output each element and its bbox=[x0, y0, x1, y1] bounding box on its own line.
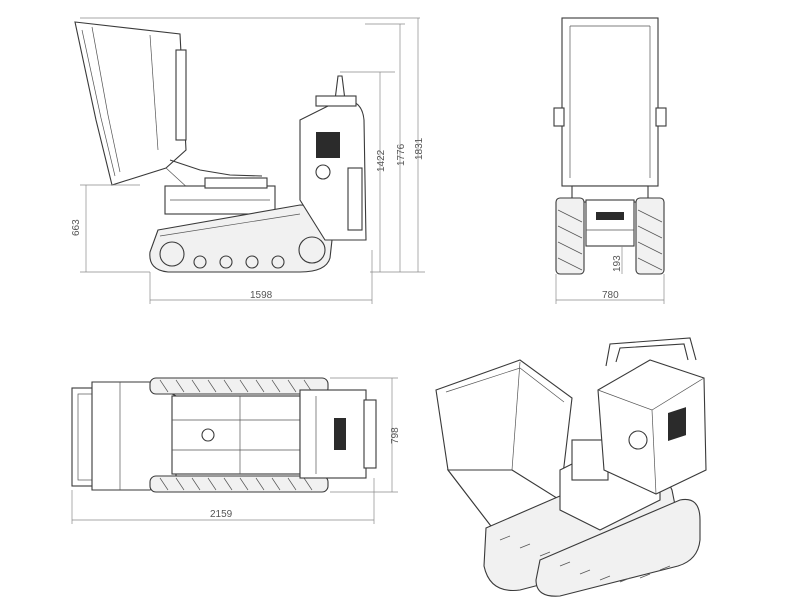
dim-front-clearance: 193 bbox=[612, 255, 623, 272]
dim-top-width: 798 bbox=[390, 427, 401, 444]
dim-front-width: 780 bbox=[602, 290, 619, 301]
side-view: 1598 663 1422 1776 1831 bbox=[71, 17, 425, 304]
dim-side-height-2: 1776 bbox=[396, 143, 407, 166]
top-view: 2159 798 bbox=[71, 377, 401, 524]
dim-top-length: 2159 bbox=[210, 509, 233, 520]
dim-side-height-1: 1422 bbox=[376, 149, 387, 172]
isometric-view bbox=[435, 337, 707, 597]
dim-side-height-lower: 663 bbox=[71, 219, 82, 236]
dim-side-height-3: 1831 bbox=[414, 137, 425, 160]
dim-side-length: 1598 bbox=[250, 290, 273, 301]
front-view: 780 193 bbox=[553, 17, 667, 304]
